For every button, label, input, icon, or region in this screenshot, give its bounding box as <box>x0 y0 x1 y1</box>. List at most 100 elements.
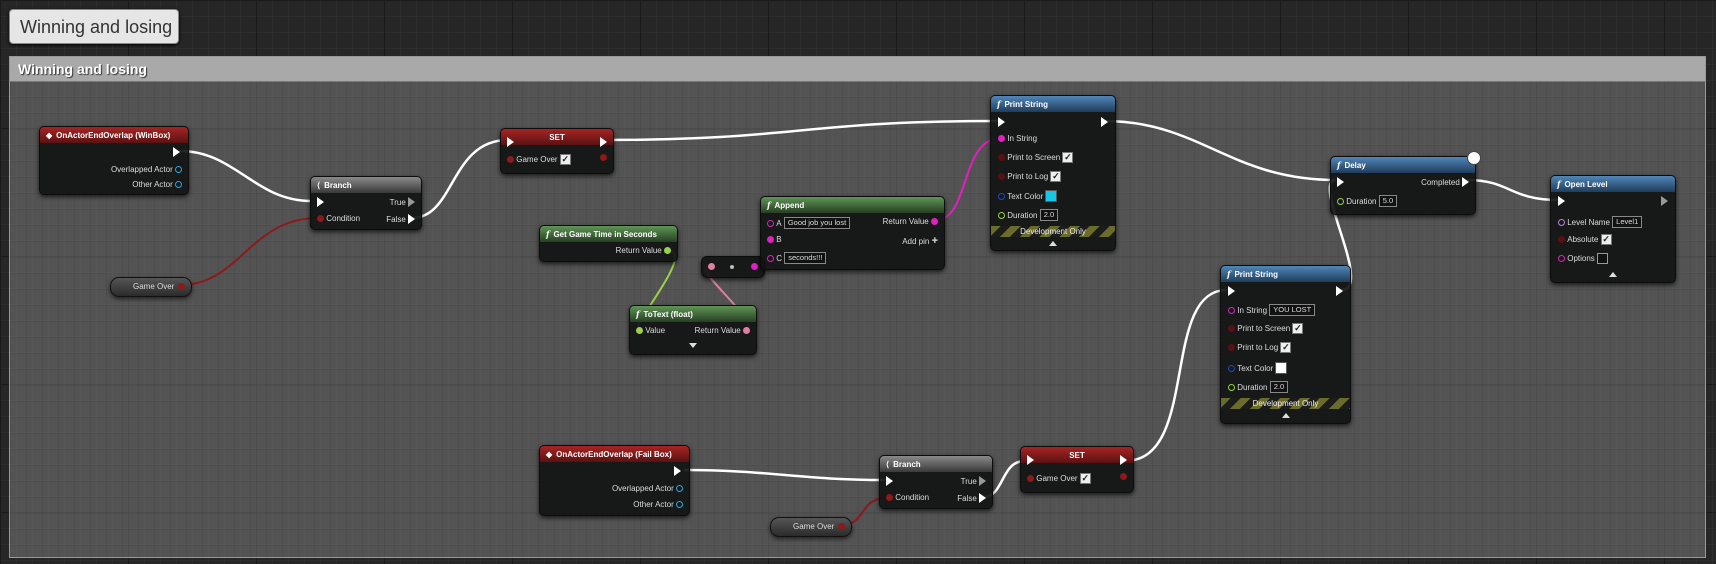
exec-out-pin[interactable] <box>173 147 180 157</box>
duration-field[interactable]: 2.0 <box>1039 209 1059 221</box>
bool-pin[interactable] <box>1558 236 1565 243</box>
string-pin[interactable] <box>1558 255 1565 262</box>
string-pin[interactable] <box>767 236 774 243</box>
string-pin[interactable] <box>767 219 774 227</box>
delay-duration-field[interactable]: 5.0 <box>1378 195 1398 207</box>
float-pin[interactable] <box>664 247 671 254</box>
branch-node-2[interactable]: ⟨Branch True Condition False <box>879 455 993 509</box>
graph-tab[interactable]: Winning and losing <box>9 9 179 44</box>
branch-node-1[interactable]: ⟨Branch True Condition False <box>310 176 422 230</box>
text-color-swatch[interactable] <box>1275 362 1288 374</box>
float-pin[interactable] <box>1337 197 1344 205</box>
exec-in-pin[interactable] <box>1558 196 1565 206</box>
in-string-field[interactable]: YOU LOST <box>1269 304 1316 316</box>
exec-out-pin[interactable] <box>1661 196 1668 206</box>
pin-label: Print to Log <box>1007 172 1049 181</box>
string-pin[interactable] <box>1228 306 1235 314</box>
append-a-field[interactable]: Good job you lost <box>783 217 851 229</box>
exec-out-pin[interactable] <box>600 137 607 147</box>
exec-out-pin[interactable] <box>1120 455 1127 465</box>
reroute-node[interactable] <box>701 256 765 278</box>
float-pin[interactable] <box>636 327 643 334</box>
expand-arrow-icon[interactable] <box>689 343 697 348</box>
bool-pin[interactable] <box>1228 325 1235 332</box>
name-pin[interactable] <box>1558 218 1565 226</box>
string-pin[interactable] <box>767 254 774 262</box>
exec-in-pin[interactable] <box>1027 455 1034 465</box>
node-title: ToText (float) <box>643 309 693 319</box>
bool-pin[interactable] <box>1027 475 1034 482</box>
bool-pin[interactable] <box>507 156 514 163</box>
exec-out-pin[interactable] <box>1336 286 1343 296</box>
object-pin[interactable] <box>175 181 182 188</box>
print-to-log-checkbox[interactable]: ✓ <box>1050 171 1062 182</box>
string-pin[interactable] <box>998 135 1005 142</box>
game-over-checkbox[interactable]: ✓ <box>559 154 571 165</box>
exec-in-pin[interactable] <box>507 137 514 147</box>
game-over-getter[interactable]: Game Over <box>770 517 852 537</box>
bool-pin[interactable] <box>998 154 1005 161</box>
bool-pin[interactable] <box>317 215 324 222</box>
add-pin-button[interactable]: Add pin + <box>902 235 938 247</box>
exec-in-pin[interactable] <box>317 197 324 207</box>
expand-arrow-icon[interactable] <box>1609 272 1617 277</box>
struct-pin[interactable] <box>1228 364 1235 372</box>
bool-out-pin[interactable] <box>1120 473 1127 480</box>
bool-pin[interactable] <box>178 283 185 290</box>
object-pin[interactable] <box>676 501 683 508</box>
float-pin[interactable] <box>1228 383 1235 391</box>
text-color-swatch[interactable] <box>1045 190 1058 202</box>
bool-pin[interactable] <box>886 494 893 501</box>
event-node-winbox[interactable]: ◆OnActorEndOverlap (WinBox) Overlapped A… <box>39 126 189 195</box>
game-over-getter[interactable]: Game Over <box>110 277 192 297</box>
exec-in-pin[interactable] <box>998 117 1005 127</box>
struct-pin[interactable] <box>998 192 1005 200</box>
print-to-screen-checkbox[interactable]: ✓ <box>1062 152 1074 163</box>
exec-in-pin[interactable] <box>886 476 893 486</box>
comment-box[interactable]: Winning and losing <box>9 56 1706 558</box>
bool-pin[interactable] <box>998 173 1005 180</box>
exec-in-pin[interactable] <box>1228 286 1235 296</box>
set-node-1[interactable]: SET Game Over ✓ <box>500 128 614 174</box>
exec-out-pin[interactable] <box>979 476 986 486</box>
string-pin[interactable] <box>931 218 938 225</box>
float-pin[interactable] <box>998 211 1005 219</box>
append-c-field[interactable]: seconds!!! <box>784 252 827 264</box>
bool-pin[interactable] <box>838 523 845 530</box>
exec-out-pin[interactable] <box>979 493 986 503</box>
duration-field[interactable]: 2.0 <box>1269 381 1289 393</box>
options-field[interactable] <box>1597 253 1609 264</box>
exec-out-pin[interactable] <box>408 197 415 207</box>
game-over-checkbox[interactable]: ✓ <box>1079 473 1091 484</box>
bool-pin[interactable] <box>1228 344 1235 351</box>
absolute-checkbox[interactable]: ✓ <box>1600 234 1612 245</box>
set-node-2[interactable]: SET Game Over ✓ <box>1020 446 1134 493</box>
print-to-screen-checkbox[interactable]: ✓ <box>1292 323 1304 334</box>
node-title: Append <box>774 200 805 210</box>
print-to-log-checkbox[interactable]: ✓ <box>1280 342 1292 353</box>
text-pin[interactable] <box>743 327 750 334</box>
exec-in-pin[interactable] <box>1337 177 1344 187</box>
bool-out-pin[interactable] <box>600 154 607 161</box>
exec-out-pin[interactable] <box>408 214 415 224</box>
comment-body <box>10 81 1705 557</box>
comment-title[interactable]: Winning and losing <box>10 57 1705 82</box>
level-name-field[interactable]: Level1 <box>1612 216 1643 228</box>
exec-out-pin[interactable] <box>674 466 681 476</box>
exec-out-pin[interactable] <box>1462 177 1469 187</box>
exec-out-pin[interactable] <box>1101 117 1108 127</box>
object-pin[interactable] <box>676 485 683 492</box>
event-node-failbox[interactable]: ◆OnActorEndOverlap (Fail Box) Overlapped… <box>539 445 690 516</box>
expand-arrow-icon[interactable] <box>1049 241 1057 246</box>
string-pin[interactable] <box>708 263 715 270</box>
expand-arrow-icon[interactable] <box>1281 413 1290 418</box>
object-pin[interactable] <box>175 166 182 173</box>
string-pin[interactable] <box>751 263 758 270</box>
